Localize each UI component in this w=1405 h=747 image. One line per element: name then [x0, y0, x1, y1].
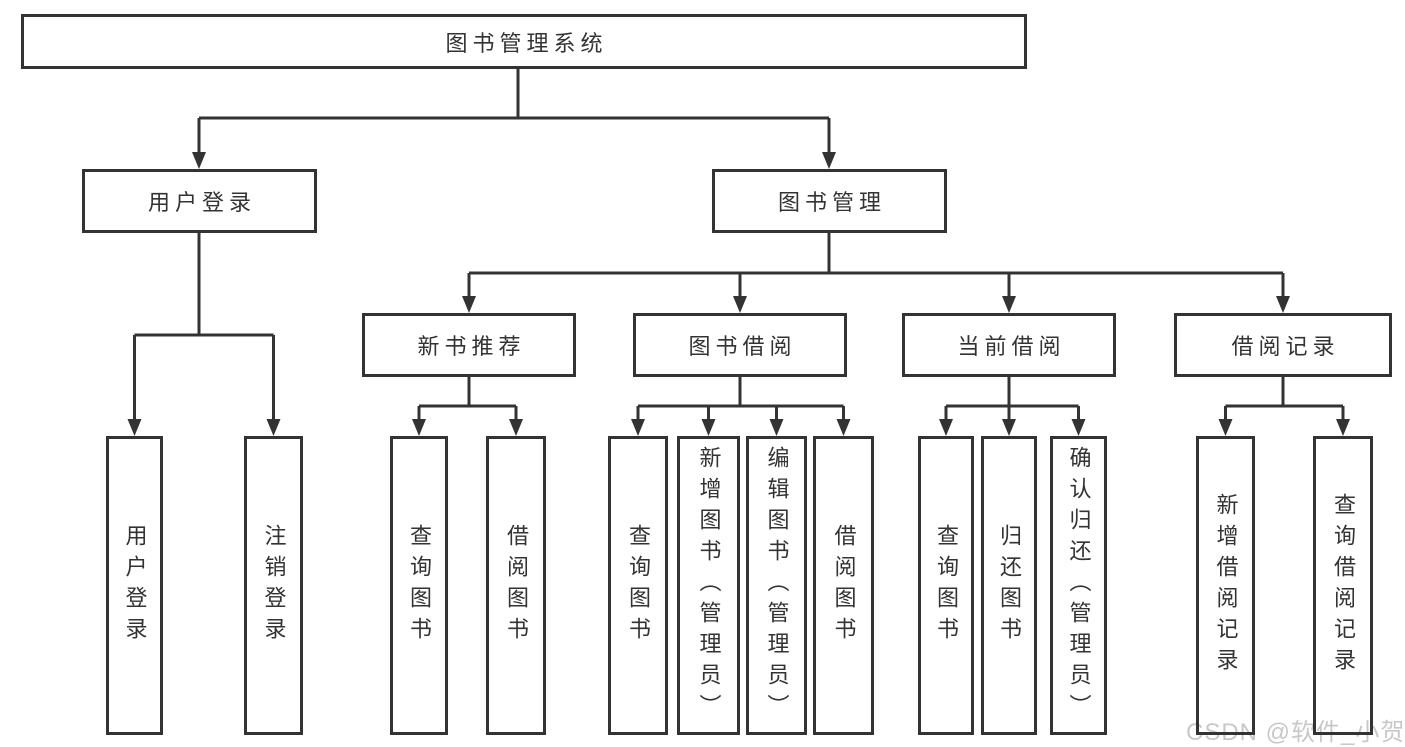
leaf-label: 查询借阅记录 [1331, 492, 1356, 679]
node-user-login: 用户登录 [82, 169, 317, 233]
leaf-return-books: 归还图书 [981, 436, 1037, 735]
leaf-label: 确认归还（管理员） [1066, 446, 1092, 725]
leaf-label: 新增借阅记录 [1213, 492, 1239, 679]
leaf-label: 查询图书 [407, 523, 432, 648]
leaf-label: 新增图书（管理员） [696, 446, 722, 725]
node-library-management-system: 图书管理系统 [21, 14, 1027, 69]
leaf-label: 用户登录 [122, 523, 148, 648]
leaf-query-books-recommendation: 查询图书 [390, 436, 448, 735]
leaf-label: 归还图书 [997, 523, 1022, 648]
leaf-query-books-borrowing: 查询图书 [608, 436, 668, 735]
leaf-add-borrow-record: 新增借阅记录 [1196, 436, 1255, 735]
leaf-label: 借阅图书 [504, 523, 529, 648]
node-label: 图书管理 [777, 190, 886, 215]
leaf-add-book-admin: 新增图书（管理员） [677, 436, 740, 735]
node-new-book-recommendation: 新书推荐 [362, 313, 576, 377]
leaf-label: 查询图书 [934, 523, 959, 648]
watermark: CSDN @软件_小贺同学 [1186, 719, 1405, 746]
leaf-label: 借阅图书 [831, 523, 857, 648]
node-borrowing-records: 借阅记录 [1174, 313, 1392, 377]
node-label: 新书推荐 [417, 334, 526, 359]
leaf-edit-book-admin: 编辑图书（管理员） [746, 436, 807, 735]
leaf-borrow-books-recommendation: 借阅图书 [486, 436, 546, 735]
leaf-query-books-current: 查询图书 [918, 436, 974, 735]
leaf-label: 查询图书 [626, 523, 651, 648]
node-book-management: 图书管理 [712, 169, 947, 233]
leaf-borrow-books: 借阅图书 [813, 436, 874, 735]
node-label: 图书借阅 [688, 334, 797, 359]
leaf-query-borrow-record: 查询借阅记录 [1313, 436, 1373, 735]
leaf-confirm-return-admin: 确认归还（管理员） [1050, 436, 1107, 735]
leaf-label: 编辑图书（管理员） [764, 446, 790, 725]
node-label: 当前借阅 [957, 334, 1066, 359]
leaf-logout: 注销登录 [244, 436, 303, 735]
node-current-borrowing: 当前借阅 [902, 313, 1116, 377]
leaf-user-login: 用户登录 [106, 436, 163, 735]
node-label: 借阅记录 [1231, 334, 1340, 359]
leaf-label: 注销登录 [261, 523, 287, 648]
node-label: 图书管理系统 [445, 30, 608, 56]
node-book-borrowing: 图书借阅 [633, 313, 847, 377]
node-label: 用户登录 [147, 190, 256, 215]
